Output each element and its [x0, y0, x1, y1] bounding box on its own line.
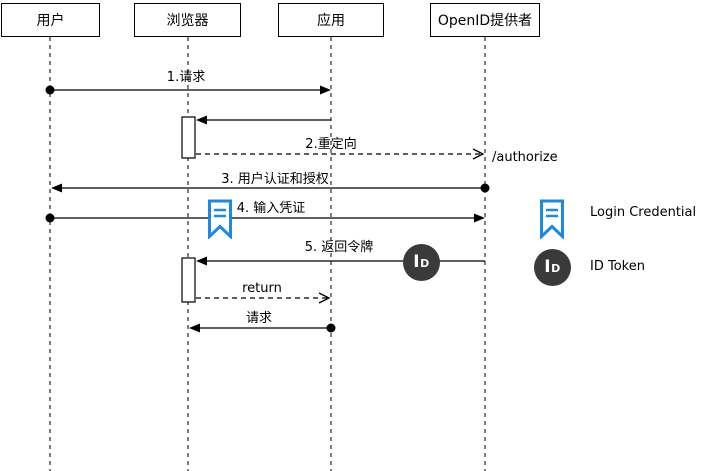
- message-arrow-return: [196, 292, 331, 304]
- message-label-3-auth: 3. 用户认证和授权: [221, 172, 329, 187]
- actor-label-browser: 浏览器: [166, 13, 209, 29]
- message-label-2-redirect: 2.重定向: [305, 137, 357, 152]
- message-arrow-request-2: [189, 323, 336, 333]
- actor-box-openid-provider: OpenID提供者: [430, 3, 540, 37]
- message-label-5-token: 5. 返回令牌: [304, 240, 374, 255]
- message-arrow-1-request: [45, 85, 331, 95]
- actor-label-app: 应用: [317, 13, 345, 29]
- actor-box-user: 用户: [1, 3, 100, 37]
- actor-label-openid-provider: OpenID提供者: [437, 13, 533, 29]
- endpoint-label-authorize: /authorize: [492, 150, 558, 165]
- message-label-1-request: 1.请求: [166, 70, 206, 85]
- message-arrow-4-credentials: [45, 213, 485, 223]
- message-arrow-2-redirect: [196, 148, 485, 160]
- actor-box-browser: 浏览器: [134, 3, 241, 37]
- legend-label-id-token: ID Token: [590, 259, 645, 274]
- id-token-icon: ID: [403, 244, 440, 281]
- message-arrow-5-token: [196, 256, 485, 266]
- actor-label-user: 用户: [36, 13, 65, 29]
- login-credential-bookmark-icon: [207, 199, 233, 240]
- legend-id-token-icon: ID: [534, 249, 571, 286]
- legend-label-login-credential: Login Credential: [590, 205, 697, 220]
- activation-bar-browser-2: [181, 257, 196, 303]
- message-label-4-credentials: 4. 输入凭证: [236, 201, 306, 216]
- id-token-badge-text: ID: [413, 251, 430, 272]
- message-label-return: return: [242, 281, 282, 296]
- message-arrow-3-auth: [51, 183, 490, 193]
- message-label-request-2: 请求: [245, 311, 273, 326]
- actor-box-app: 应用: [278, 3, 384, 37]
- legend-id-token-badge-text: ID: [544, 256, 561, 277]
- legend-login-credential-bookmark-icon: [539, 199, 565, 240]
- message-arrow-app-to-browser: [196, 115, 331, 125]
- activation-bar-browser-1: [181, 116, 196, 159]
